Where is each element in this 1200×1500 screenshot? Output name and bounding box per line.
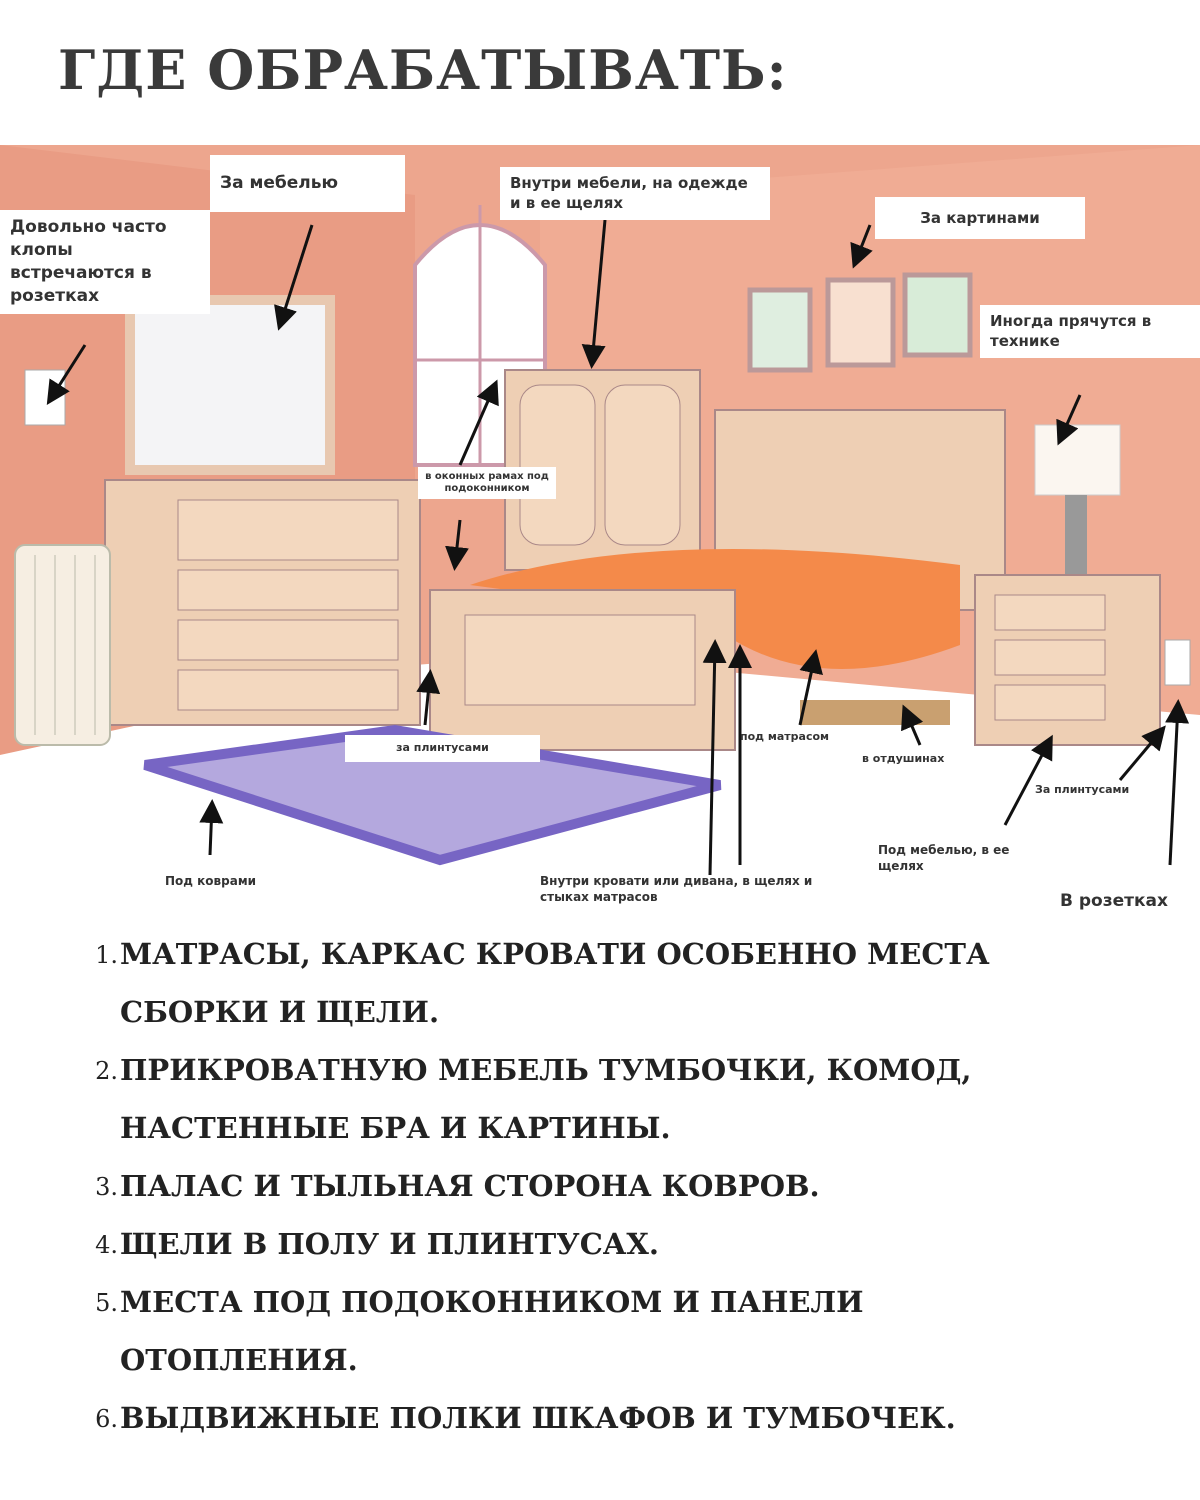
mirror xyxy=(125,295,335,475)
label-vents: в отдушинах xyxy=(862,752,945,765)
list-number: 5. xyxy=(95,1289,118,1317)
arrows xyxy=(46,219,1190,876)
label-inside-bed: Внутри кровати или дивана, в щелях и сты… xyxy=(540,874,813,905)
page-title: ГДЕ ОБРАБАТЫВАТЬ: xyxy=(58,38,788,102)
dresser xyxy=(104,479,421,726)
list-item: 2.ПРИКРОВАТНУЮ МЕБЕЛЬ ТУМБОЧКИ, КОМОД, Н… xyxy=(80,1041,1180,1157)
treatment-list: 1.МАТРАСЫ, КАРКАС КРОВАТИ ОСОБЕННО МЕСТА… xyxy=(80,925,1180,1447)
bed xyxy=(429,409,1006,751)
outlet-left xyxy=(24,369,66,426)
list-number: 6. xyxy=(95,1405,118,1433)
room-drawing xyxy=(0,145,1200,925)
label-under-mattress: под матрасом xyxy=(740,730,830,743)
radiator xyxy=(14,544,111,746)
nightstand xyxy=(974,574,1161,746)
list-item: 3.ПАЛАС И ТЫЛЬНАЯ СТОРОНА КОВРОВ. xyxy=(80,1157,1180,1215)
vent xyxy=(800,700,950,725)
picture xyxy=(902,272,973,358)
list-text: ПАЛАС И ТЫЛЬНАЯ СТОРОНА КОВРОВ. xyxy=(120,1169,820,1203)
picture xyxy=(747,287,813,373)
list-number: 3. xyxy=(95,1173,118,1201)
bedroom-illustration: Довольно часто клопы встречаются в розет… xyxy=(0,145,1200,925)
list-text: ПРИКРОВАТНУЮ МЕБЕЛЬ ТУМБОЧКИ, КОМОД, НАС… xyxy=(120,1053,972,1145)
outlet-right xyxy=(1164,639,1191,686)
list-item: 4.ЩЕЛИ В ПОЛУ И ПЛИНТУСАХ. xyxy=(80,1215,1180,1273)
label-baseboards-right: За плинтусами xyxy=(1035,783,1130,796)
list-number: 2. xyxy=(95,1057,118,1085)
label-outlets-often: Довольно часто клопы встречаются в розет… xyxy=(0,210,210,314)
list-number: 4. xyxy=(95,1231,118,1259)
label-behind-furniture: За мебелью xyxy=(210,155,405,212)
label-under-furniture: Под мебелью, в ее щелях xyxy=(878,843,1010,874)
label-baseboards-left: за плинтусами xyxy=(345,735,540,762)
list-item: 5.МЕСТА ПОД ПОДОКОННИКОМ И ПАНЕЛИ ОТОПЛЕ… xyxy=(80,1273,1180,1389)
list-text: МАТРАСЫ, КАРКАС КРОВАТИ ОСОБЕННО МЕСТА С… xyxy=(120,937,990,1029)
rug xyxy=(143,724,722,866)
list-item: 6.ВЫДВИЖНЫЕ ПОЛКИ ШКАФОВ И ТУМБОЧЕК. xyxy=(80,1389,1180,1447)
list-text: ВЫДВИЖНЫЕ ПОЛКИ ШКАФОВ И ТУМБОЧЕК. xyxy=(120,1401,956,1435)
label-in-outlets: В розетках xyxy=(1060,891,1168,911)
label-window-frames: в оконных рамах под подоконником xyxy=(418,467,556,499)
list-text: МЕСТА ПОД ПОДОКОННИКОМ И ПАНЕЛИ ОТОПЛЕНИ… xyxy=(120,1285,864,1377)
list-text: ЩЕЛИ В ПОЛУ И ПЛИНТУСАХ. xyxy=(120,1227,660,1261)
label-behind-pictures: За картинами xyxy=(875,197,1085,239)
list-number: 1. xyxy=(95,941,118,969)
picture xyxy=(825,277,896,368)
label-inside-furniture: Внутри мебели, на одежде и в ее щелях xyxy=(500,167,770,220)
label-in-appliances: Иногда прячутся в технике xyxy=(980,305,1200,358)
list-item: 1.МАТРАСЫ, КАРКАС КРОВАТИ ОСОБЕННО МЕСТА… xyxy=(80,925,1180,1041)
label-under-rugs: Под коврами xyxy=(165,874,257,888)
